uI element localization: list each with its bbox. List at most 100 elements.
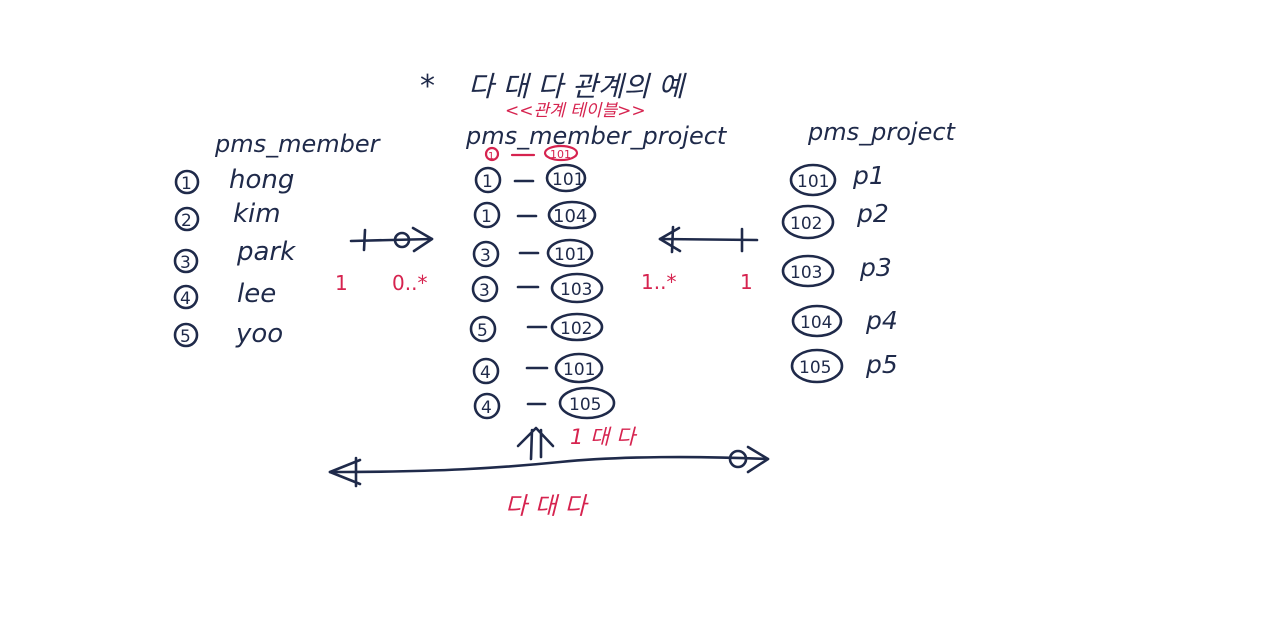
mp-project-id: 102: [560, 319, 592, 339]
project-row-4: 104 p4: [791, 304, 898, 338]
member-name: kim: [233, 199, 281, 229]
left-one-label: 1: [335, 271, 348, 295]
mp-project-oval: [554, 352, 604, 384]
project-id-oval: [789, 163, 837, 197]
project-row-5: 105 p5: [790, 348, 898, 384]
project-name: p5: [865, 350, 898, 379]
project-id-oval: [781, 254, 835, 288]
member-row-3: 3 park: [173, 237, 296, 274]
bottom-many-to-many-line: 다 대 다: [328, 445, 770, 520]
project-id-oval: [791, 304, 843, 338]
right-relationship-connector: 1..* 1: [641, 225, 759, 294]
project-id-oval: [781, 204, 835, 240]
member-project-row-2: 1 104: [473, 200, 597, 230]
mp-member-circle: [473, 201, 501, 229]
member-project-row-4: 3 103: [471, 272, 604, 304]
mp-project-oval: [558, 386, 616, 420]
member-id: 3: [180, 253, 191, 273]
bottom-connector-line: [328, 455, 770, 474]
project-id: 105: [799, 358, 831, 378]
project-name: p4: [865, 306, 898, 335]
project-table-name: pms_project: [807, 118, 957, 146]
title-text: 다 대 다 관계의 예: [468, 70, 687, 103]
member-id: 1: [181, 174, 192, 194]
project-name: p1: [852, 161, 885, 190]
member-id-circle: [174, 169, 200, 195]
project-id: 103: [790, 263, 822, 283]
key-example-project: 101: [550, 148, 571, 161]
member-project-row-1: 1 101: [474, 163, 587, 194]
left-zero-circle: [393, 231, 411, 249]
right-one-bar-near-crowfoot: [670, 225, 675, 254]
right-many-label: 1..*: [641, 270, 676, 294]
project-id: 102: [790, 214, 822, 234]
member-row-1: 1 hong: [174, 165, 294, 195]
mp-member-circle: [472, 240, 500, 268]
member-row-5: 5 yoo: [173, 319, 283, 349]
diagram-title: * 다 대 다 관계의 예 <<관계 테이블>>: [420, 69, 687, 121]
member-id-circle: [173, 284, 199, 310]
project-name: p2: [856, 199, 889, 228]
left-relationship-connector: 1 0..*: [335, 226, 434, 295]
member-id-circle: [174, 206, 200, 232]
arrow-label: 1 대 다: [570, 425, 638, 449]
arrow-up-icon: [516, 426, 555, 461]
mp-member-id: 5: [477, 321, 488, 341]
project-id-oval: [790, 348, 844, 384]
mp-project-id: 103: [560, 280, 592, 300]
right-one-label: 1: [740, 270, 753, 294]
mp-member-id: 1: [482, 172, 493, 192]
project-id: 104: [800, 313, 832, 333]
project-id: 101: [797, 172, 829, 192]
mp-project-id: 105: [569, 395, 601, 415]
member-project-row-7: 4 105: [473, 386, 616, 420]
member-name: lee: [237, 279, 276, 309]
key-example-member: 1: [488, 151, 494, 162]
left-crowfoot: [411, 226, 434, 253]
mp-project-id: 101: [554, 245, 586, 265]
member-project-row-5: 5 102: [469, 312, 604, 343]
mp-member-id: 1: [481, 207, 492, 227]
mp-member-circle: [472, 357, 500, 385]
mp-project-id: 101: [563, 360, 595, 380]
member-project-row-3: 3 101: [472, 238, 594, 268]
left-one-bar: [362, 228, 367, 252]
project-row-1: 101 p1: [789, 161, 885, 197]
member-id: 5: [180, 327, 191, 347]
mp-project-oval: [550, 312, 604, 342]
mp-project-id: 104: [553, 206, 587, 227]
mp-member-circle: [471, 275, 499, 303]
mp-project-oval: [546, 238, 594, 268]
mp-member-circle: [469, 315, 497, 343]
bottom-right-zero-circle: [728, 449, 748, 469]
mp-project-oval: [550, 272, 604, 304]
key-example: 1 101: [484, 144, 579, 162]
mp-member-id: 3: [480, 246, 491, 266]
left-connector-line: [349, 237, 434, 243]
right-crowfoot: [658, 226, 682, 253]
mp-member-id: 3: [479, 281, 490, 301]
bottom-label: 다 대 다: [505, 492, 589, 520]
mp-member-circle: [474, 166, 502, 194]
member-project-table-name: pms_member_project: [465, 122, 728, 150]
bottom-right-crowfoot: [746, 445, 770, 474]
member-project-row-6: 4 101: [472, 352, 604, 385]
member-name: park: [236, 237, 296, 267]
member-row-4: 4 lee: [173, 279, 276, 310]
title-marker: *: [420, 69, 435, 104]
member-id-circle: [173, 322, 199, 348]
member-table-name: pms_member: [214, 130, 382, 158]
mp-project-oval: [545, 163, 587, 193]
left-many-label: 0..*: [392, 271, 427, 295]
mp-project-oval: [547, 200, 597, 230]
key-example-member-circle: [484, 146, 500, 162]
member-id-circle: [173, 248, 199, 274]
member-row-2: 2 kim: [174, 199, 281, 232]
member-id: 2: [181, 211, 192, 231]
project-name: p3: [859, 253, 892, 282]
member-name: hong: [229, 165, 294, 195]
mp-member-circle: [473, 392, 501, 420]
mp-project-id: 101: [552, 170, 584, 190]
member-name: yoo: [235, 319, 283, 349]
